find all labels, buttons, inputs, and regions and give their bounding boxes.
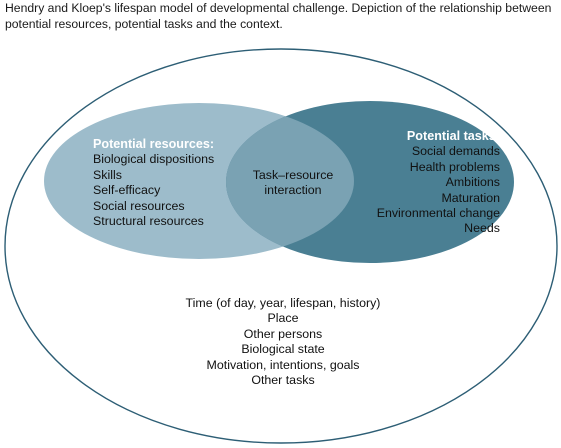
resource-item: Social resources (93, 198, 185, 213)
interaction-line: interaction (264, 183, 322, 198)
overlap-region (226, 103, 354, 259)
context-item: Time (of day, year, lifespan, history) (185, 296, 381, 310)
potential-tasks: Potential tasks: Social demands Health p… (377, 129, 500, 237)
task-item: Health problems (409, 159, 500, 174)
resource-item: Biological dispositions (93, 152, 215, 167)
task-item: Needs (464, 221, 500, 236)
interaction-line: Task–resource (252, 168, 334, 182)
task-resource-interaction: Task–resource interaction (238, 168, 348, 199)
context-item: Other persons (243, 326, 323, 341)
resource-item: Structural resources (93, 214, 204, 229)
context-item: Place (267, 311, 299, 326)
resource-item: Skills (93, 167, 122, 182)
task-item: Social demands (411, 144, 500, 159)
task-item: Ambitions (445, 175, 500, 190)
resources-heading: Potential resources: (93, 137, 215, 151)
context-item: Motivation, intentions, goals (206, 357, 360, 372)
resource-item: Self-efficacy (93, 183, 161, 198)
context-item: Biological state (241, 342, 325, 357)
task-item: Environmental change (376, 206, 500, 221)
task-item: Maturation (441, 190, 500, 205)
tasks-heading: Potential tasks: (406, 129, 500, 143)
potential-resources: Potential resources: Biological disposit… (93, 137, 214, 229)
context-item: Other tasks (251, 373, 315, 388)
figure-caption: Hendry and Kloep's lifespan model of dev… (5, 1, 552, 31)
context-factors: Time (of day, year, lifespan, history) P… (150, 296, 416, 388)
